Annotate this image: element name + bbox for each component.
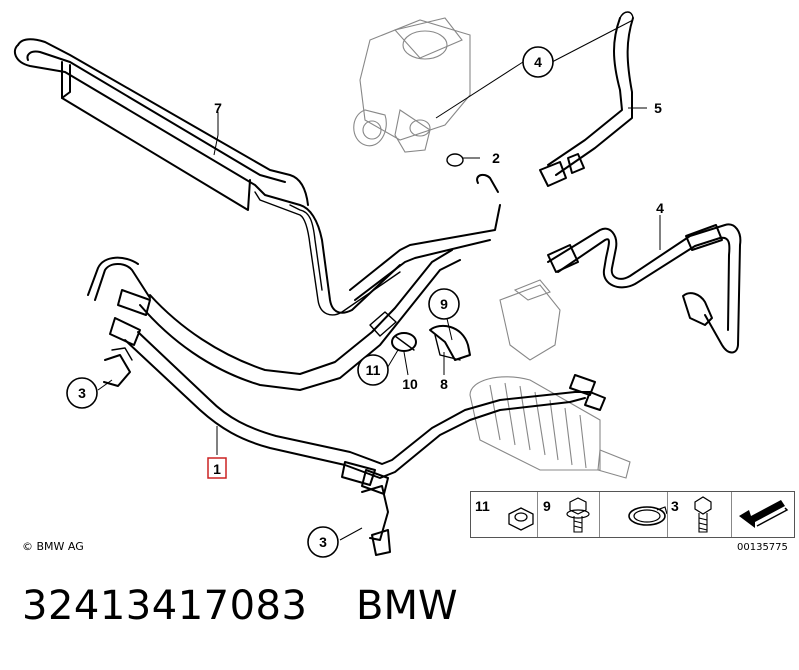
- label-4[interactable]: 4: [656, 200, 664, 216]
- hex-nut-icon: [508, 507, 534, 531]
- label-10[interactable]: 10: [402, 376, 418, 392]
- hose-clamp-assembly: [391, 324, 471, 361]
- label-5[interactable]: 5: [654, 100, 662, 116]
- callout-3-lower-label: 3: [319, 534, 327, 550]
- label-8[interactable]: 8: [440, 376, 448, 392]
- label-7[interactable]: 7: [214, 100, 222, 116]
- callout-3-upper-label: 3: [78, 385, 86, 401]
- pressure-line-1: [124, 331, 606, 495]
- label-2[interactable]: 2: [492, 150, 500, 166]
- callout-3-lower[interactable]: 3: [307, 526, 339, 558]
- legend-label-11: 11: [475, 498, 490, 514]
- copyright-notice: © BMW AG: [22, 540, 84, 553]
- cooler-coil: [13, 38, 501, 316]
- direction-arrow-icon: [739, 500, 789, 528]
- return-hose: [87, 249, 461, 391]
- callout-11[interactable]: 11: [357, 354, 389, 386]
- callout-6-label: 4: [534, 54, 542, 70]
- hose-clamp-icon: [628, 506, 668, 526]
- pressure-hose-5: [476, 11, 634, 193]
- leader-lines: [97, 19, 661, 541]
- callout-11-label: 11: [366, 362, 381, 378]
- legend-label-9: 9: [543, 498, 551, 514]
- drawing-id: 00135775: [737, 542, 788, 553]
- bracket-upper: [103, 347, 133, 387]
- callout-6[interactable]: 4: [522, 46, 554, 78]
- callout-1-highlight[interactable]: 1: [207, 457, 227, 479]
- flange-bolt-icon: [566, 497, 590, 533]
- steering-rack: [469, 279, 631, 479]
- part-number: 32413417083: [22, 583, 308, 629]
- hose-4: [547, 223, 742, 354]
- callout-9-label: 9: [440, 296, 448, 312]
- fastener-legend: 11 9 3: [470, 491, 795, 538]
- callout-1-label: 1: [213, 461, 221, 477]
- o-ring: [446, 153, 464, 167]
- callout-3-upper[interactable]: 3: [66, 377, 98, 409]
- bracket-lower: [361, 485, 391, 556]
- power-steering-pump: [353, 17, 471, 153]
- callout-9[interactable]: 9: [428, 288, 460, 320]
- brand-name: BMW: [356, 583, 458, 629]
- legend-label-3: 3: [671, 498, 679, 514]
- hex-bolt-icon: [694, 496, 712, 533]
